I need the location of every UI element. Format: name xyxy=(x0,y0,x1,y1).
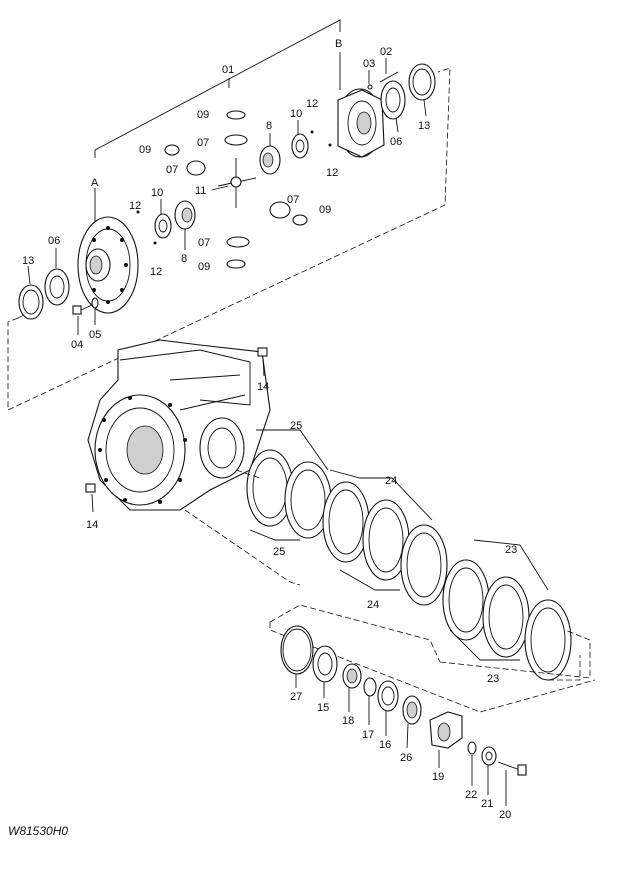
callout-label: 07 xyxy=(198,237,210,249)
bearing-15 xyxy=(312,645,338,698)
oil-seal-26 xyxy=(402,695,422,749)
callout-label: 12 xyxy=(129,200,141,212)
thrust-washer-10-right xyxy=(291,120,309,159)
callout-label: 10 xyxy=(290,108,302,120)
side-gear-8-left xyxy=(174,200,196,250)
yoke-19 xyxy=(429,711,463,768)
bearing-16 xyxy=(377,680,399,736)
callout-label: 20 xyxy=(499,809,511,821)
callout-label: 01 xyxy=(222,64,234,76)
callout-label: 09 xyxy=(198,261,210,273)
callout-label: 8 xyxy=(181,253,187,265)
diff-case-half-a xyxy=(77,188,139,314)
callout-label: 25 xyxy=(290,420,302,432)
callout-label: 26 xyxy=(400,752,412,764)
bearing-cup-13-right xyxy=(408,63,436,117)
callout-label: 17 xyxy=(362,729,374,741)
callout-label: 15 xyxy=(317,702,329,714)
bearing-18 xyxy=(342,663,362,712)
callout-label: 24 xyxy=(385,475,397,487)
view-marker-a: A xyxy=(91,177,99,189)
lower-enclosure xyxy=(269,604,591,679)
callout-label: 02 xyxy=(380,46,392,58)
callout-label: 14 xyxy=(257,381,269,393)
spider-11 xyxy=(211,158,257,208)
callout-label: 06 xyxy=(48,235,60,247)
callout-label: 16 xyxy=(379,739,391,751)
callout-label: 25 xyxy=(273,546,285,558)
callout-labels: 01 02 03 04 05 06 06 07 07 07 07 8 8 09 … xyxy=(8,38,517,838)
callout-label: 12 xyxy=(150,266,162,278)
callout-label: 12 xyxy=(326,167,338,179)
bearing-cup-13-left xyxy=(18,265,44,320)
lower-drive-group xyxy=(269,604,596,806)
callout-label: 13 xyxy=(22,255,34,267)
o-ring-22 xyxy=(467,741,477,786)
thrust-washer-10-left xyxy=(154,199,172,239)
pin-02-03 xyxy=(367,58,399,90)
callout-label: 04 xyxy=(71,339,83,351)
side-gear-8-right xyxy=(259,133,281,175)
callout-label: 18 xyxy=(342,715,354,727)
bolt-20 xyxy=(497,761,527,806)
callout-line-01 xyxy=(94,19,341,158)
pinions-07 xyxy=(186,134,291,248)
callout-label: 06 xyxy=(390,136,402,148)
assembly-enclosure xyxy=(7,67,451,411)
snap-ring-17 xyxy=(363,677,377,725)
differential-assembly-group xyxy=(7,19,451,411)
washers-09 xyxy=(164,110,308,269)
callout-label: 24 xyxy=(367,599,379,611)
washer-21 xyxy=(481,746,497,795)
o-ring-27 xyxy=(280,625,314,688)
brake-plates-group xyxy=(184,429,581,681)
callout-label: 13 xyxy=(418,120,430,132)
bearing-06-right xyxy=(380,80,406,133)
callout-label: 10 xyxy=(151,187,163,199)
pins-12 xyxy=(136,130,332,245)
view-marker-b: B xyxy=(335,38,342,50)
callout-label: 14 xyxy=(86,519,98,531)
drawing-code: W81530H0 xyxy=(8,824,68,838)
axle-housing xyxy=(85,339,271,513)
plug-14-bottom xyxy=(85,483,96,513)
bolt-04-washer-05 xyxy=(72,297,99,335)
callout-label: 05 xyxy=(89,329,101,341)
diff-case-half-b xyxy=(337,52,385,158)
callout-label: 8 xyxy=(266,120,272,132)
housing-bolt-holes xyxy=(98,396,187,504)
bearing-06-left xyxy=(44,248,70,306)
callout-label: 27 xyxy=(290,691,302,703)
callout-label: 21 xyxy=(481,798,493,810)
callout-label: 09 xyxy=(139,144,151,156)
callout-label: 09 xyxy=(197,109,209,121)
callout-label: 22 xyxy=(465,789,477,801)
callout-label: 09 xyxy=(319,204,331,216)
callout-label: 07 xyxy=(197,137,209,149)
plug-14-top xyxy=(257,347,268,377)
callout-label: 23 xyxy=(487,673,499,685)
callout-label: 03 xyxy=(363,58,375,70)
callout-label: 07 xyxy=(166,164,178,176)
callout-label: 23 xyxy=(505,544,517,556)
callout-label: 19 xyxy=(432,771,444,783)
callout-label: 11 xyxy=(195,185,206,197)
callout-label: 07 xyxy=(287,194,299,206)
callout-label: 12 xyxy=(306,98,318,110)
